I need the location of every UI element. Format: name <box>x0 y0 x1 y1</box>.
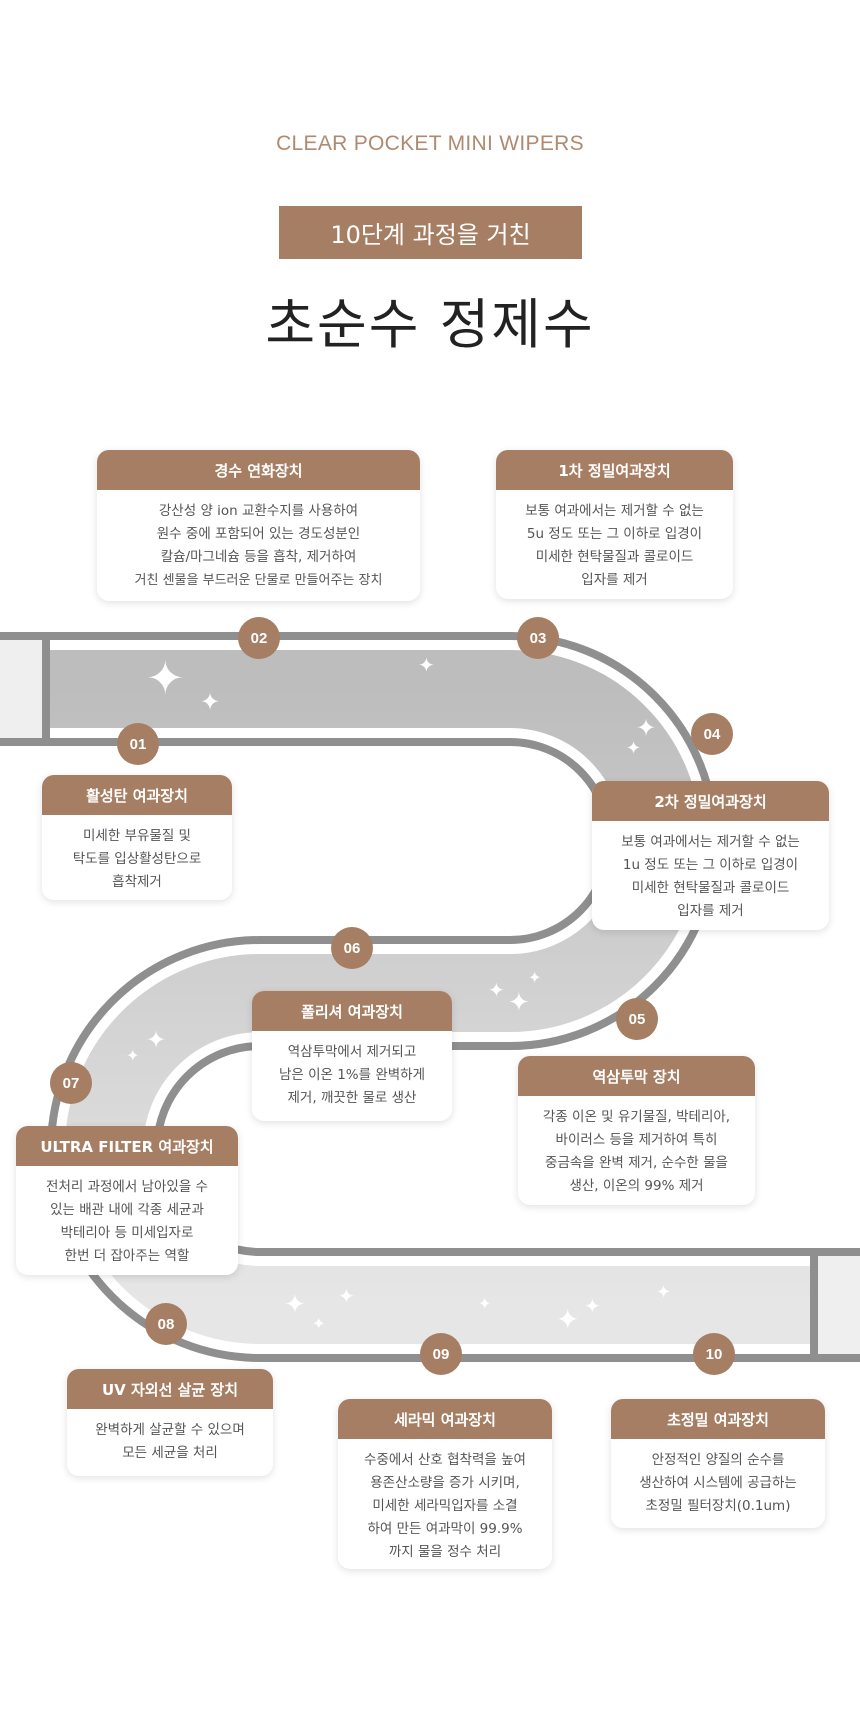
card-text: 탁도를 입상활성탄으로 <box>72 851 202 867</box>
sparkle-icon: ✦ <box>284 1290 306 1320</box>
card-text: 모든 세균을 처리 <box>122 1445 218 1461</box>
card-text: 원수 중에 포함되어 있는 경도성분인 <box>156 526 361 542</box>
sparkle-icon: ✦ <box>418 653 435 677</box>
card-text: 생산하여 시스템에 공급하는 <box>639 1475 797 1491</box>
sparkle-icon: ✦ <box>528 968 542 987</box>
card-text: 까지 물을 정수 처리 <box>388 1544 502 1560</box>
card-text: 미세한 세라믹입자를 소결 <box>372 1498 518 1514</box>
step-card-reverse-osmosis: 역삼투막 장치 각종 이온 및 유기물질, 박테리아, 바이러스 등을 제거하여 … <box>518 1056 755 1205</box>
brand-name: CLEAR POCKET MINI WIPERS <box>276 132 584 155</box>
card-text: 흡착제거 <box>112 874 162 890</box>
card-text: 강산성 양 ion 교환수지를 사용하여 <box>158 503 359 519</box>
step-badge-02: 02 <box>238 617 280 659</box>
card-text: 초정밀 필터장치(0.1um) <box>645 1498 791 1514</box>
sparkle-icon: ✦ <box>146 1026 167 1054</box>
card-title: 초정밀 여과장치 <box>611 1399 825 1439</box>
card-text: 하여 만든 여과막이 99.9% <box>367 1521 523 1537</box>
card-title: ULTRA FILTER 여과장치 <box>16 1126 238 1166</box>
sparkle-icon: ✦ <box>556 1303 580 1336</box>
card-text: 1u 정도 또는 그 이하로 입경이 <box>622 857 799 873</box>
card-text: 박테리아 등 미세입자로 <box>60 1225 194 1241</box>
card-text: 있는 배관 내에 각종 세균과 <box>50 1202 204 1218</box>
step-badge-10: 10 <box>693 1333 735 1375</box>
sparkle-icon: ✦ <box>478 1294 492 1313</box>
card-text: 각종 이온 및 유기물질, 박테리아, <box>542 1109 731 1125</box>
step-badge-01: 01 <box>117 723 159 765</box>
sparkle-icon: ✦ <box>312 1314 326 1333</box>
card-title: 폴리셔 여과장치 <box>252 991 452 1031</box>
card-title: 2차 정밀여과장치 <box>592 781 829 821</box>
card-text: 미세한 현탁물질과 콜로이드 <box>631 880 790 896</box>
card-text: 용존산소량을 증가 시키며, <box>370 1475 520 1491</box>
card-text: 안정적인 양질의 순수를 <box>651 1452 785 1468</box>
card-text: 칼슘/마그네슘 등을 흡착, 제거하여 <box>160 549 357 565</box>
page-title: 초순수 정제수 <box>265 293 595 356</box>
step-card-secondary-filter: 2차 정밀여과장치 보통 여과에서는 제거할 수 없는 1u 정도 또는 그 이하… <box>592 781 829 930</box>
card-title: 역삼투막 장치 <box>518 1056 755 1096</box>
card-text: 5u 정도 또는 그 이하로 입경이 <box>526 526 703 542</box>
sparkle-icon: ✦ <box>488 978 505 1002</box>
step-badge-07: 07 <box>50 1062 92 1104</box>
sparkle-icon: ✦ <box>146 651 185 705</box>
sparkle-icon: ✦ <box>126 1046 140 1065</box>
card-text: 중금속을 완벽 제거, 순수한 물을 <box>545 1155 728 1171</box>
step-card-primary-filter: 1차 정밀여과장치 보통 여과에서는 제거할 수 없는 5u 정도 또는 그 이하… <box>496 450 733 599</box>
card-title: 경수 연화장치 <box>97 450 420 490</box>
step-badge-09: 09 <box>420 1333 462 1375</box>
card-text: 제거, 깨끗한 물로 생산 <box>287 1090 417 1106</box>
card-text: 보통 여과에서는 제거할 수 없는 <box>525 503 704 519</box>
sparkle-icon: ✦ <box>508 988 530 1018</box>
card-text: 남은 이온 1%를 완벽하게 <box>278 1067 426 1083</box>
card-text: 완벽하게 살균할 수 있으며 <box>95 1422 245 1438</box>
sparkle-icon: ✦ <box>584 1294 601 1318</box>
sparkle-icon: ✦ <box>656 1282 672 1303</box>
step-badge-06: 06 <box>331 927 373 969</box>
card-text: 역삼투막에서 제거되고 <box>287 1044 417 1060</box>
card-text: 한번 더 잡아주는 역할 <box>64 1248 190 1264</box>
card-text: 거친 센물을 부드러운 단물로 만들어주는 장치 <box>134 573 383 588</box>
card-text: 수중에서 산호 협착력을 높여 <box>364 1452 526 1468</box>
sparkle-icon: ✦ <box>626 738 642 759</box>
card-title: 활성탄 여과장치 <box>42 775 232 815</box>
step-badge-05: 05 <box>616 998 658 1040</box>
card-text: 미세한 부유물질 및 <box>83 828 191 844</box>
card-text: 미세한 현탁물질과 콜로이드 <box>535 549 694 565</box>
card-text: 바이러스 등을 제거하여 특히 <box>555 1132 718 1148</box>
card-title: 1차 정밀여과장치 <box>496 450 733 490</box>
step-badge-03: 03 <box>517 617 559 659</box>
card-text: 입자를 제거 <box>677 903 744 919</box>
card-text: 생산, 이온의 99% 제거 <box>569 1178 704 1194</box>
subtitle-banner: 10단계 과정을 거친 <box>279 206 582 259</box>
sparkle-icon: ✦ <box>200 688 221 716</box>
card-title: 세라믹 여과장치 <box>338 1399 552 1439</box>
sparkle-icon: ✦ <box>338 1284 355 1308</box>
card-title: UV 자외선 살균 장치 <box>67 1369 273 1409</box>
card-text: 입자를 제거 <box>581 572 648 588</box>
step-badge-04: 04 <box>691 713 733 755</box>
card-text: 전처리 과정에서 남아있을 수 <box>46 1179 208 1195</box>
card-text: 보통 여과에서는 제거할 수 없는 <box>621 834 800 850</box>
sparkle-icon: ✦ <box>636 714 657 742</box>
step-badge-08: 08 <box>145 1303 187 1345</box>
